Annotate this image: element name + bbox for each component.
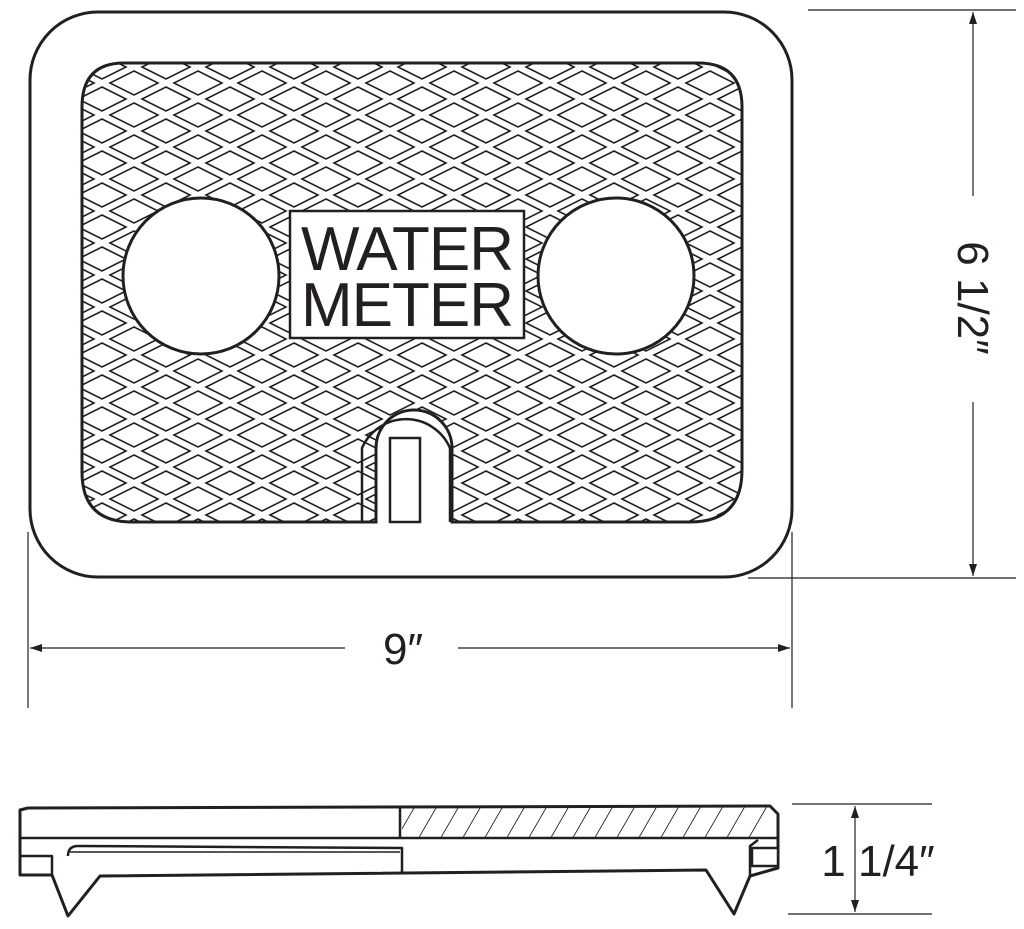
pry-notch (360, 417, 452, 522)
lid-outer-frame (28, 10, 794, 579)
label-plate (288, 209, 526, 340)
label-line-water: WATER (301, 215, 513, 284)
height-dimension-label: 6 1/2″ (948, 241, 997, 354)
top-view: WATER METER (28, 10, 794, 579)
label-line-meter: METER (301, 271, 513, 340)
side-section-view (18, 804, 780, 918)
section-hatching (402, 806, 776, 838)
thickness-dimension-label: 1 1/4″ (821, 837, 934, 886)
width-dimension-label: 9″ (383, 625, 423, 674)
left-reading-hole (121, 196, 281, 356)
pry-slot (388, 436, 422, 524)
height-dimension: 6 1/2″ (748, 9, 1016, 579)
right-reading-hole (536, 196, 696, 356)
thickness-dimension: 1 1/4″ (788, 803, 935, 915)
width-dimension: 9″ (27, 532, 793, 708)
